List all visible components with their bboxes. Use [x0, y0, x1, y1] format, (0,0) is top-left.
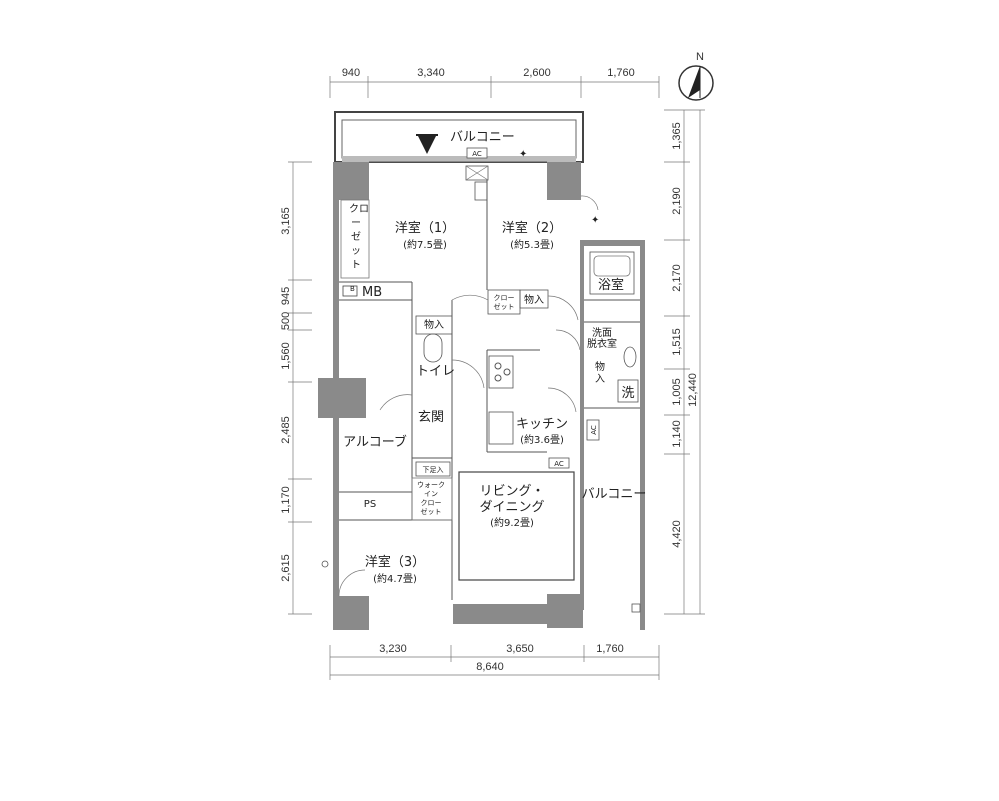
wic-label-1: ウォーク: [417, 481, 445, 489]
living-size: (約9.2畳): [490, 516, 534, 529]
ac-label-top: AC: [472, 150, 482, 158]
top-dim-3: 2,600: [523, 67, 551, 79]
closet1-char-4: ッ: [351, 246, 361, 257]
right-dim-6: 1,140: [671, 420, 683, 448]
storage3-label-b: 入: [595, 374, 605, 385]
entry-triangle-icon: [418, 136, 436, 154]
ps-label: PS: [364, 499, 376, 510]
kitchen-size: (約3.6畳): [520, 433, 564, 446]
top-dim-2: 3,340: [417, 67, 445, 79]
closet1-char-3: ゼ: [351, 231, 361, 243]
toilet-label: トイレ: [416, 364, 455, 379]
storage3-label-a: 物: [595, 360, 605, 373]
wic-label-3: クロー: [421, 499, 442, 507]
closet1-char-1: クロ: [349, 203, 369, 215]
sink-icon: [488, 411, 514, 445]
right-dim-5: 1,005: [671, 378, 683, 406]
drain-icon: ✦: [519, 149, 527, 160]
entrance-label: 玄関: [418, 410, 444, 425]
western1-label: 洋室（1）: [395, 220, 455, 236]
left-dim-7: 2,615: [280, 554, 292, 582]
balcony-top: バルコニー AC ✦: [334, 111, 584, 163]
stove-icon: [488, 355, 514, 389]
left-dim-1: 3,165: [280, 207, 292, 235]
kitchen-label: キッチン: [516, 417, 568, 432]
mb-badge: B: [350, 285, 355, 293]
room-labels: B MB 洋室（1） (約7.5畳) 洋室（2） (約5.3畳) クロ ー ゼ …: [343, 203, 646, 585]
right-dim-2: 2,190: [671, 187, 683, 215]
right-dim-7: 4,420: [671, 520, 683, 548]
left-dim-5: 2,485: [280, 416, 292, 444]
bottom-dim-2: 3,650: [506, 643, 534, 655]
bathtub-icon: [589, 251, 635, 295]
walls: [318, 162, 645, 630]
living-label-b: ダイニング: [479, 500, 544, 515]
wic-label-4: ゼット: [421, 507, 442, 516]
outdoor-light-icon: [321, 560, 329, 568]
partitions: [339, 161, 640, 600]
washbasin-icon: [623, 346, 637, 368]
right-dimensions: 1,365 2,190 2,170 1,515 1,005 1,140 4,42…: [664, 109, 705, 615]
washroom-label-b: 脱衣室: [587, 337, 617, 350]
top-dim-1: 940: [342, 67, 360, 79]
ac-label-kitchen: AC: [590, 425, 598, 435]
toilet-bowl-icon: [423, 333, 443, 363]
left-dim-3: 500: [280, 312, 292, 330]
compass: N: [678, 51, 714, 101]
closet2-label-b: ゼット: [494, 302, 515, 311]
north-arrow-icon: [688, 66, 700, 98]
western3-label: 洋室（3）: [365, 554, 425, 570]
closet1-char-5: ト: [351, 260, 361, 271]
bottom-dim-1: 3,230: [379, 643, 407, 655]
western3-size: (約4.7畳): [373, 572, 417, 585]
right-dim-1: 1,365: [671, 122, 683, 150]
right-dim-total: 12,440: [687, 373, 699, 407]
bath-label: 浴室: [598, 277, 624, 293]
alcove-label: アルコーブ: [343, 434, 407, 450]
left-dim-2: 945: [280, 287, 292, 305]
storage1-label: 物入: [424, 318, 444, 331]
closet2-label-a: クロー: [494, 294, 515, 302]
western2-size: (約5.3畳): [510, 238, 554, 251]
bottom-dim-total: 8,640: [476, 661, 504, 673]
drain-right-icon: ✦: [591, 215, 599, 226]
bottom-dim-3: 1,760: [596, 643, 624, 655]
wic-label-2: イン: [424, 490, 438, 498]
top-dimensions: 940 3,340 2,600 1,760: [329, 67, 660, 98]
laundry-label: 洗: [621, 386, 634, 401]
compass-ring-icon: [678, 65, 714, 101]
left-dimensions: 3,165 945 500 1,560 2,485 1,170 2,615: [280, 161, 312, 615]
left-dim-6: 1,170: [280, 486, 292, 514]
top-dim-4: 1,760: [607, 67, 635, 79]
right-dim-4: 1,515: [671, 328, 683, 356]
storage2-label: 物入: [524, 293, 544, 306]
western2-label: 洋室（2）: [502, 220, 562, 236]
balcony-top-label: バルコニー: [450, 130, 515, 145]
western1-size: (約7.5畳): [403, 238, 447, 251]
mb-label: MB: [362, 285, 382, 300]
bottom-dimensions: 3,230 3,650 1,760 8,640: [329, 643, 660, 680]
fixtures: ✦: [321, 165, 641, 613]
right-dim-3: 2,170: [671, 264, 683, 292]
living-label-a: リビング・: [479, 484, 544, 499]
balcony-right-label: バルコニー: [582, 487, 647, 502]
ac-label-living: AC: [554, 460, 564, 468]
compass-label: N: [696, 51, 704, 63]
washroom-label-a: 洗面: [592, 327, 612, 339]
left-dim-4: 1,560: [280, 342, 292, 370]
door-swings: [338, 195, 599, 597]
closet1-char-2: ー: [351, 218, 361, 229]
shoe-storage-label: 下足入: [423, 466, 444, 474]
